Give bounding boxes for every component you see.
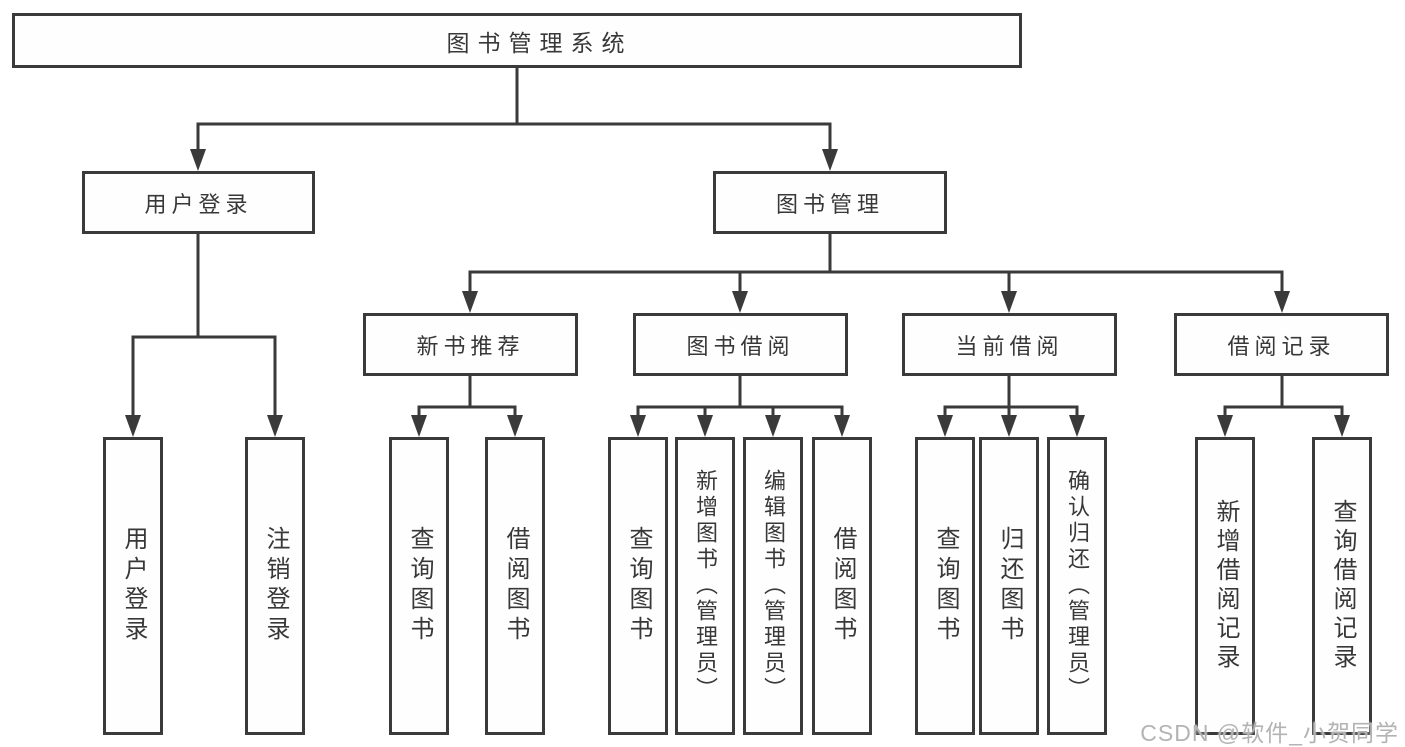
connector-current-borrow-branch <box>943 376 1079 415</box>
leaf-confirm-return-admin: 确认归还（管理员） <box>1047 437 1107 735</box>
leaf-query-books-borrow-label: 查询图书 <box>625 526 652 646</box>
node-book-management-group: 图书管理 <box>713 171 947 234</box>
arrowheads-user-login-leaves <box>125 415 283 437</box>
node-book-borrow: 图书借阅 <box>633 313 848 376</box>
leaf-logout-label: 注销登录 <box>262 526 289 646</box>
connector-root <box>196 68 832 150</box>
leaf-borrow-books-recommend: 借阅图书 <box>485 437 545 735</box>
leaf-borrow-books-label: 借阅图书 <box>829 526 856 646</box>
connector-new-book-branch <box>417 376 517 415</box>
node-library-system: 图书管理系统 <box>12 13 1022 68</box>
node-borrow-records: 借阅记录 <box>1174 313 1389 376</box>
connector-book-management-branch <box>468 234 1284 291</box>
connector-book-borrow-branch <box>636 376 844 415</box>
arrowheads-leaves <box>411 415 1350 437</box>
node-new-book-recommend: 新书推荐 <box>363 313 578 376</box>
leaf-query-books-recommend: 查询图书 <box>389 437 449 735</box>
leaf-user-login: 用户登录 <box>103 437 163 735</box>
leaf-borrow-books-recommend-label: 借阅图书 <box>502 526 529 646</box>
leaf-query-books-current: 查询图书 <box>915 437 975 735</box>
node-user-login-group: 用户登录 <box>82 171 315 234</box>
leaf-add-borrow-record-label: 新增借阅记录 <box>1212 499 1239 673</box>
node-current-borrow: 当前借阅 <box>902 313 1117 376</box>
leaf-logout: 注销登录 <box>245 437 305 735</box>
leaf-user-login-label: 用户登录 <box>120 526 147 646</box>
arrowheads-level2 <box>190 149 838 171</box>
connector-borrow-record-branch <box>1223 376 1344 415</box>
leaf-edit-books-admin-label: 编辑图书（管理员） <box>761 469 786 703</box>
connector-user-login-branch <box>131 234 277 415</box>
leaf-return-books-label: 归还图书 <box>996 526 1023 646</box>
leaf-add-borrow-record: 新增借阅记录 <box>1195 437 1255 735</box>
leaf-query-borrow-record-label: 查询借阅记录 <box>1329 499 1356 673</box>
leaf-query-books-borrow: 查询图书 <box>608 437 668 735</box>
csdn-watermark: CSDN @软件_小贺同学 <box>1140 720 1399 746</box>
leaf-confirm-return-admin-label: 确认归还（管理员） <box>1065 469 1090 703</box>
leaf-query-borrow-record: 查询借阅记录 <box>1312 437 1372 735</box>
leaf-borrow-books: 借阅图书 <box>812 437 872 735</box>
leaf-return-books: 归还图书 <box>979 437 1039 735</box>
leaf-add-books-admin: 新增图书（管理员） <box>675 437 735 735</box>
arrowheads-level3 <box>462 291 1290 313</box>
leaf-edit-books-admin: 编辑图书（管理员） <box>743 437 803 735</box>
leaf-query-books-current-label: 查询图书 <box>932 526 959 646</box>
leaf-add-books-admin-label: 新增图书（管理员） <box>693 469 718 703</box>
leaf-query-books-recommend-label: 查询图书 <box>406 526 433 646</box>
